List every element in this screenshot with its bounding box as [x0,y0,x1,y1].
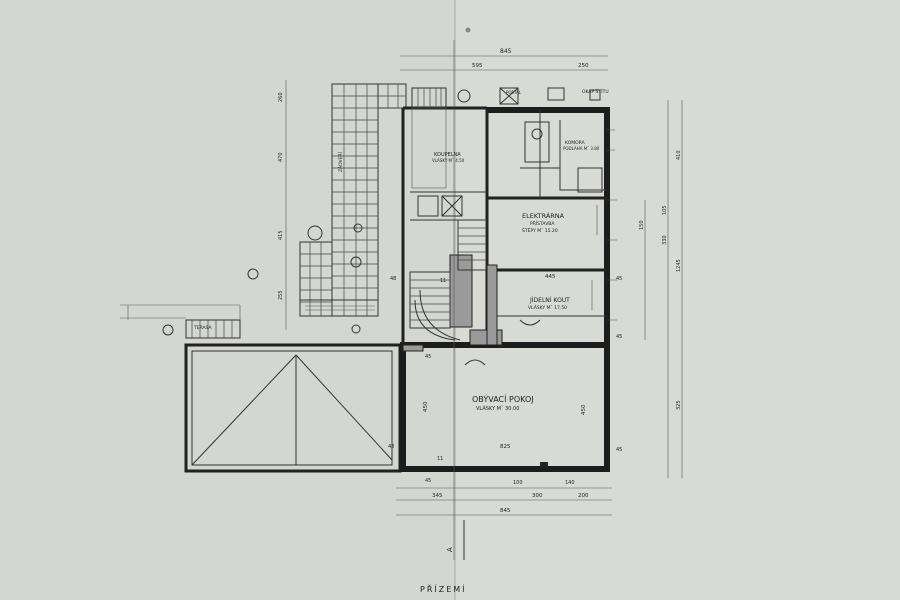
dim-450-right: 450 [581,404,587,415]
dim-48-b: 48 [388,444,394,450]
room-name-dining: JÍDELNÍ KOUT [529,297,570,304]
dim-right-105: 105 [662,205,668,215]
room-name-kitchen: KOUPELNA [434,152,461,158]
top-note: OKAP ŠTÍTU [582,88,609,95]
room-name-porch: ZÁDVEŘÍ [336,151,344,172]
windows [591,129,617,321]
dim-bottom-140: 140 [565,480,575,486]
dim-top-a: 595 [472,63,483,69]
dim-450-left: 450 [423,401,429,412]
dim-right-410: 410 [676,150,682,160]
dim-bottom-b: 300 [532,493,543,499]
plant-symbol [307,225,323,241]
paper-left-half [0,0,455,600]
dim-right-330: 330 [662,235,668,245]
dim-45-c: 45 [616,447,622,453]
porch-note: PORTÁL [506,90,522,95]
room-area-electro: ŠTĚPY Mˇ 15.20 [522,226,558,234]
terrace-sign: TERASA [193,325,213,331]
dim-left-260: 260 [278,92,284,102]
section-mark: A [446,547,454,552]
dim-left-255: 255 [278,290,284,300]
stairs [409,87,487,341]
dim-top-b: 250 [578,63,589,69]
fixtures [247,87,603,468]
room-area-pantry: PODLAHA Mˇ 3.80 [563,146,600,151]
dim-right-1245: 1245 [676,259,682,272]
labels: OBÝVACÍ POKOJ VLÁSKY Mˇ 30.00 ELEKTRÁRNA… [193,48,682,594]
dim-45-a: 45 [616,276,622,282]
room-area-hall: VLÁSKY Mˇ 30.00 [476,405,519,412]
room-sub-electro: PŘÍSTAVBA [530,219,555,227]
dim-bottom-c: 200 [578,493,589,499]
dim-45-b: 45 [616,334,622,340]
dimension-lines [127,40,683,560]
dim-left-470: 470 [278,152,284,162]
room-name-pantry: KOMORA [565,140,586,146]
dim-bottom-100: 100 [513,480,523,486]
room-area-dining: VLÁSKY Mˇ 17.50 [528,304,567,311]
dim-left-415: 415 [278,230,284,240]
dim-top-total: 845 [500,48,512,55]
dim-11-b: 11 [437,456,443,462]
dim-bottom-total: 845 [500,508,511,514]
terrace-grid [299,83,407,334]
dim-11: 11 [440,278,446,284]
dim-bottom-45: 45 [425,478,431,484]
dim-right-325: 325 [676,400,682,410]
dim-bottom-a: 345 [432,493,443,499]
room-area-kitchen: VLÁSKY Mˇ 4.50 [432,158,465,163]
house-walls [400,106,610,472]
dim-45-d: 45 [425,354,431,360]
dim-445: 445 [545,274,556,280]
room-name-electro: ELEKTRÁRNA [522,211,565,220]
sheet-title: PŘÍZEMÍ [420,583,467,594]
room-name-hall: OBÝVACÍ POKOJ [472,393,534,404]
dim-825: 825 [500,444,511,450]
pin-mark [465,27,471,33]
dim-48: 48 [390,276,396,282]
dim-right-150: 150 [639,220,645,230]
